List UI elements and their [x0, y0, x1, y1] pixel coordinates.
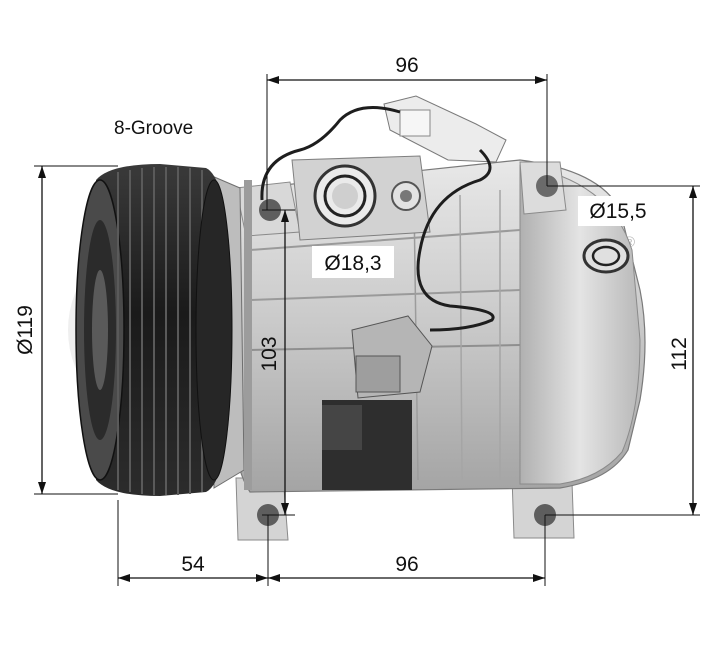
pulley: [75, 164, 233, 496]
dimension-lines: [34, 74, 700, 586]
dim-bottom-width: 96: [395, 553, 418, 576]
dim-mount-height-right: 112: [668, 337, 691, 370]
port-large-label-bg: [312, 246, 394, 278]
dim-port-small: Ø15,5: [589, 200, 646, 223]
dim-mount-height-left: 103: [258, 336, 281, 371]
dim-pulley-offset: 54: [181, 553, 205, 576]
port-small-label-bg: [578, 196, 658, 226]
port-small: [582, 238, 630, 274]
dim-top-width: 96: [395, 54, 418, 77]
dim-pulley-diameter: Ø119: [14, 305, 37, 355]
dim-port-large: Ø18,3: [324, 252, 381, 275]
compressor-illustration: [75, 95, 646, 541]
groove-label: 8-Groove: [114, 118, 193, 139]
